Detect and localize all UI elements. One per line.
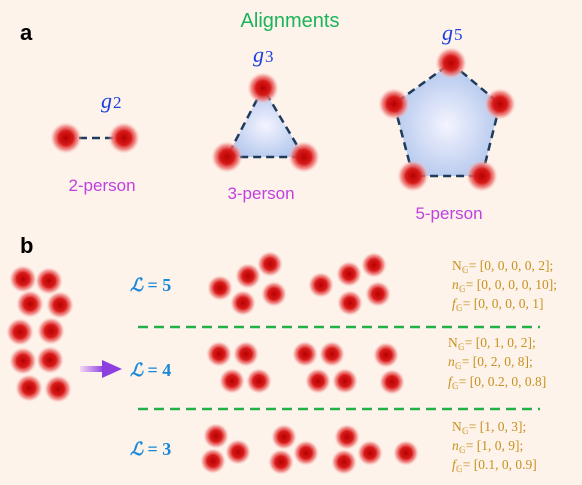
person-node [332,368,358,394]
group-2-person: g2 2-person [50,88,140,195]
panel-a-label: a [20,20,33,45]
row-level-3 [200,423,419,475]
person-node [207,275,233,301]
level-label-5: ℒ = 5 [130,275,171,295]
person-node [46,291,74,319]
level-label-4: ℒ = 4 [130,360,171,380]
person-node [331,449,357,475]
person-node [378,88,410,120]
stat-N: N𝔾= [0, 1, 0, 2]; [448,335,536,352]
person-node [108,122,140,154]
person-node [233,341,259,367]
person-node [334,424,360,450]
stats-level-4: N𝔾= [0, 1, 0, 2]; n𝔾= [0, 2, 0, 8]; f𝔾= … [448,335,546,391]
person-node [268,449,294,475]
person-node [365,281,391,307]
row-level-4 [206,341,405,395]
group-symbol-g5: g5 [442,20,463,45]
stat-N: N𝔾= [0, 0, 0, 0, 2]; [452,258,553,275]
person-node [337,290,363,316]
person-node [9,347,37,375]
level-label-3: ℒ = 3 [130,439,171,459]
person-node [292,341,318,367]
stat-n: n𝔾= [0, 2, 0, 8]; [448,354,533,371]
person-node [373,342,399,368]
person-node [397,160,429,192]
person-node [235,263,261,289]
panel-b-label: b [20,233,33,258]
stat-f: f𝔾= [0, 0.2, 0, 0.8] [448,374,546,391]
person-node [50,122,82,154]
person-node [257,251,283,277]
pentagon-shape [392,61,502,178]
person-node [203,423,229,449]
person-node [484,88,516,120]
person-node [36,346,64,374]
person-node [393,440,419,466]
group-symbol-g2: g2 [101,88,122,113]
person-node [219,368,245,394]
five-person-group [308,252,391,316]
stats-level-5: N𝔾= [0, 0, 0, 0, 2]; n𝔾= [0, 0, 0, 0, 10… [452,258,557,313]
person-node [16,290,44,318]
person-node [9,265,37,293]
row-level-5 [207,251,391,316]
person-node [206,341,232,367]
person-node [247,72,279,104]
person-node [261,281,287,307]
stat-n: n𝔾= [0, 0, 0, 0, 10]; [452,277,557,294]
person-node [230,290,256,316]
person-node [466,160,498,192]
person-node [336,261,362,287]
person-node [361,252,387,278]
person-node [35,267,63,295]
crowd [6,265,74,403]
triangle-shape [225,86,306,159]
group-3-person: g3 3-person [211,42,320,203]
group-symbol-g3: g3 [253,42,274,67]
person-node [246,368,272,394]
group-caption-2: 2-person [68,176,135,195]
person-node [225,439,251,465]
group-5-person: g5 5-person [378,20,516,223]
person-node [293,440,319,466]
arrow-icon [80,360,122,378]
group-caption-3: 3-person [227,184,294,203]
person-node [357,440,383,466]
person-node [435,47,467,79]
alignments-title: Alignments [241,10,340,32]
person-node [200,448,226,474]
stat-N: N𝔾= [1, 0, 3]; [452,419,526,436]
person-node [37,317,65,345]
stat-f: f𝔾= [0.1, 0, 0.9] [452,457,537,474]
stats-level-3: N𝔾= [1, 0, 3]; n𝔾= [1, 0, 9]; f𝔾= [0.1, … [452,419,537,474]
group-caption-5: 5-person [415,204,482,223]
person-node [288,141,320,173]
person-node [379,369,405,395]
person-node [319,341,345,367]
five-person-group [207,251,287,316]
stat-f: f𝔾= [0, 0, 0, 0, 1] [452,296,543,313]
person-node [211,141,243,173]
person-node [308,272,334,298]
person-node [6,318,34,346]
person-node [271,424,297,450]
person-node [15,374,43,402]
stat-n: n𝔾= [1, 0, 9]; [452,438,523,455]
person-node [305,368,331,394]
person-node [44,375,72,403]
